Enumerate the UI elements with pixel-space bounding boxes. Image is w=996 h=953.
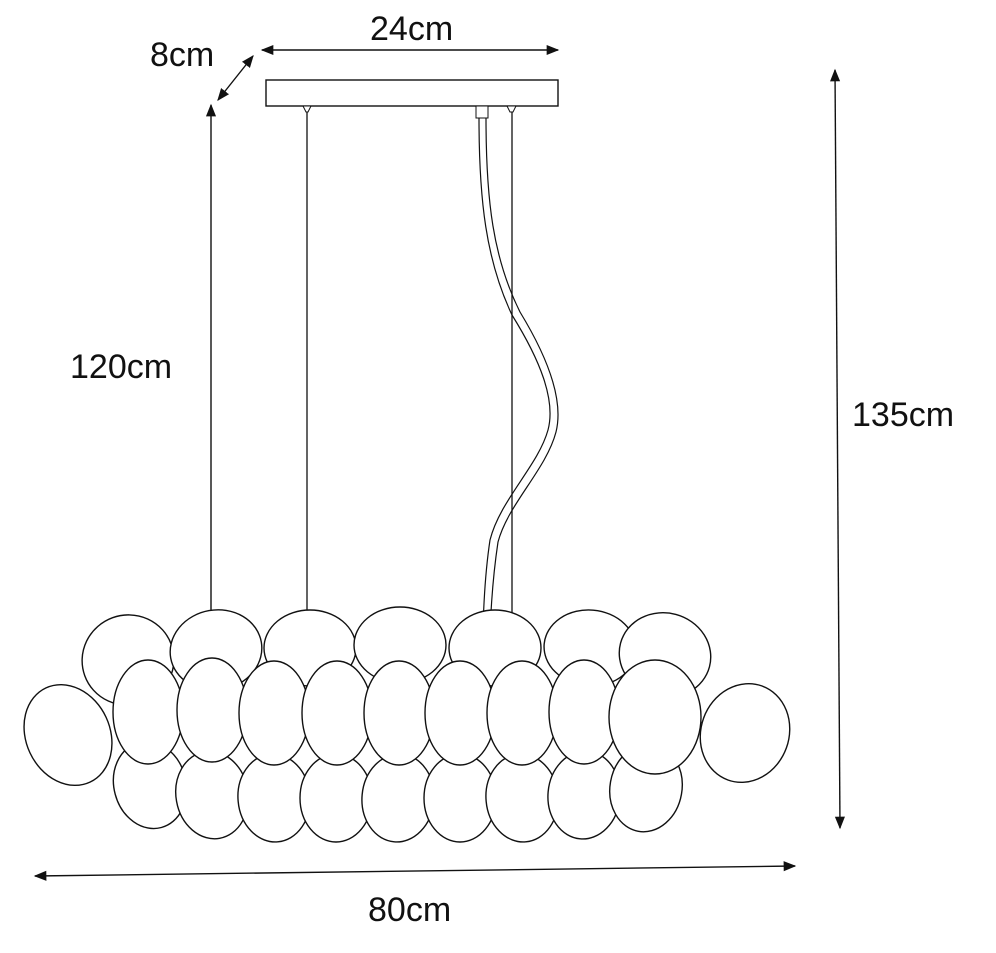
canopy-depth-label: 8cm: [150, 36, 215, 74]
glass-ball: [363, 660, 435, 766]
glass-ball-cluster: [23, 606, 791, 843]
glass-ball: [608, 659, 702, 775]
power-cord: [478, 117, 551, 669]
canopy-width-label: 24cm: [370, 10, 454, 48]
power-cord-outline: [485, 117, 559, 669]
glass-ball: [423, 753, 497, 843]
glass-ball: [238, 660, 310, 766]
canopy-cable-grip-left: [302, 105, 312, 113]
total-height-label: 135cm: [852, 396, 955, 434]
fixture-width-dimension-line: [33, 861, 797, 881]
glass-ball: [424, 660, 496, 766]
cable-drop-label: 120cm: [70, 348, 173, 386]
canopy-cable-grip-right: [506, 105, 517, 113]
glass-ball: [299, 753, 373, 843]
canopy-depth-dimension-line: [217, 55, 254, 101]
ceiling-canopy: [265, 79, 559, 107]
total-height-dimension-line: [830, 68, 845, 830]
glass-ball: [486, 660, 558, 766]
glass-ball: [176, 657, 248, 763]
glass-ball: [112, 659, 184, 765]
fixture-width-label: 80cm: [368, 891, 452, 929]
glass-ball: [699, 682, 791, 784]
canopy-cord-outlet: [475, 105, 489, 119]
glass-ball: [23, 683, 113, 787]
glass-ball: [301, 660, 373, 766]
